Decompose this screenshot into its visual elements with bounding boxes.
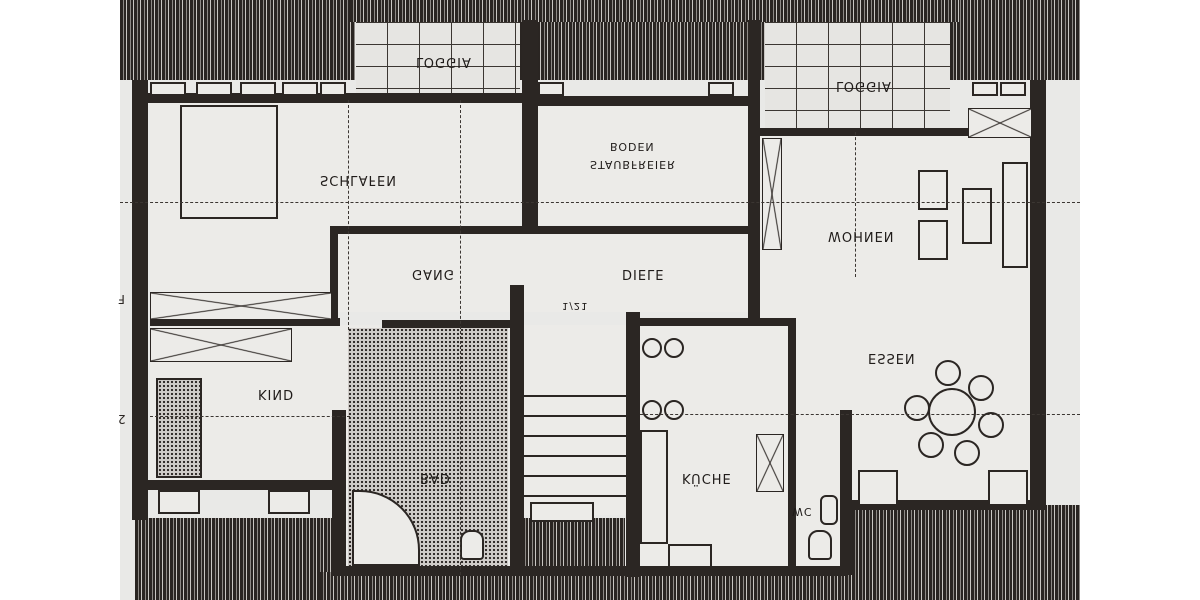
roof-hatch-top-left xyxy=(120,0,355,80)
wardrobe xyxy=(150,292,332,320)
window xyxy=(972,82,998,96)
roof-hatch-top-right xyxy=(950,0,1080,80)
sofa xyxy=(1002,162,1028,268)
window xyxy=(196,82,232,96)
wall-outer-right xyxy=(1030,80,1046,510)
dining-chair xyxy=(954,440,980,466)
wall-gang-left xyxy=(330,226,338,321)
dining-chair xyxy=(904,395,930,421)
kind-desk xyxy=(156,378,202,478)
dining-chair xyxy=(918,432,944,458)
window xyxy=(268,490,310,514)
room-label-loggia-left: LOGGIA xyxy=(416,54,472,69)
room-label-bad: BAD xyxy=(420,470,451,485)
window xyxy=(1000,82,1026,96)
wall-outer-left xyxy=(132,80,148,520)
window xyxy=(150,82,186,96)
wall-stair-left xyxy=(510,285,524,575)
center-line xyxy=(460,100,461,580)
wall-bad-top xyxy=(382,320,522,328)
wall-bottom-right xyxy=(850,500,1040,510)
room-label-staubfreier: STAUBFREIER xyxy=(590,158,676,171)
room-label-loggia-right: LOGGIA xyxy=(836,78,892,93)
room-label-essen: ESSEN xyxy=(868,350,916,365)
bad-toilet xyxy=(460,530,484,560)
edge-mark-left-top: F xyxy=(118,292,125,306)
wall-wc-right xyxy=(840,410,852,575)
corner-cabinet xyxy=(968,108,1032,138)
coffee-table xyxy=(962,188,992,244)
room-gang-diele xyxy=(335,232,750,312)
loggia-left xyxy=(356,22,520,97)
window xyxy=(320,82,346,96)
wc-toilet xyxy=(808,530,832,560)
room-label-gang: GANG xyxy=(412,266,455,281)
armchair xyxy=(918,220,948,260)
kitchen-shelf xyxy=(756,434,784,492)
wall-gang-top xyxy=(330,226,750,234)
wall-kueche-top xyxy=(626,318,796,326)
wall-top xyxy=(132,93,522,103)
wall-bottom-bad xyxy=(332,566,847,576)
room-staubfreier-boden xyxy=(538,100,748,225)
wall-stair-right xyxy=(626,312,640,577)
roof-hatch-top-strip xyxy=(350,0,960,22)
wall-boden-wohnen xyxy=(748,20,760,320)
room-label-diele: DIELE xyxy=(622,266,665,281)
center-line xyxy=(120,202,1080,203)
wohnen-cabinet xyxy=(762,138,782,250)
window xyxy=(708,82,734,96)
wall-bad-left xyxy=(332,410,346,575)
center-line xyxy=(640,414,1080,415)
center-line xyxy=(150,416,350,417)
window xyxy=(988,470,1028,506)
room-bad xyxy=(348,328,508,568)
wc-sink xyxy=(820,495,838,525)
room-label-boden: BODEN xyxy=(610,140,655,153)
stove-burner xyxy=(642,338,662,358)
window xyxy=(538,82,564,96)
window xyxy=(158,490,200,514)
wall-kind-top xyxy=(150,318,340,326)
room-label-kueche: KÜCHE xyxy=(682,470,732,485)
center-line xyxy=(348,100,349,330)
wall-schlafen-boden xyxy=(522,20,538,230)
floor-plan: SCHLAFEN LOGGIA LOGGIA STAUBFREIER BODEN… xyxy=(120,0,1080,600)
staircase xyxy=(522,395,627,500)
window xyxy=(240,82,276,96)
loggia-right xyxy=(765,22,950,132)
kitchen-sink xyxy=(668,544,712,568)
wall-top-right xyxy=(760,128,1040,136)
wall-bottom xyxy=(132,480,332,490)
stove-burner xyxy=(664,400,684,420)
room-label-kind: KIND xyxy=(258,386,295,401)
wardrobe xyxy=(150,328,292,362)
room-label-wc: WC xyxy=(792,505,813,518)
window xyxy=(282,82,318,96)
center-line xyxy=(855,132,856,277)
roof-hatch-bottom-left xyxy=(135,518,335,600)
dining-chair xyxy=(978,412,1004,438)
room-label-wohnen: WOHNEN xyxy=(828,228,895,243)
armchair xyxy=(918,170,948,210)
stair-note: 1/21 xyxy=(562,300,589,311)
bed xyxy=(180,105,278,219)
stove-burner xyxy=(642,400,662,420)
dining-chair xyxy=(968,375,994,401)
dining-chair xyxy=(935,360,961,386)
edge-mark-left-bottom: 2 xyxy=(118,412,126,426)
room-label-schlafen: SCHLAFEN xyxy=(320,172,397,187)
wall-kueche-right xyxy=(788,318,796,573)
window xyxy=(530,502,594,522)
kitchen-counter xyxy=(640,430,668,544)
dining-table xyxy=(928,388,976,436)
window xyxy=(858,470,898,506)
roof-hatch-bottom-strip xyxy=(320,572,1080,600)
stove-burner xyxy=(664,338,684,358)
wall-top-mid xyxy=(525,96,760,106)
